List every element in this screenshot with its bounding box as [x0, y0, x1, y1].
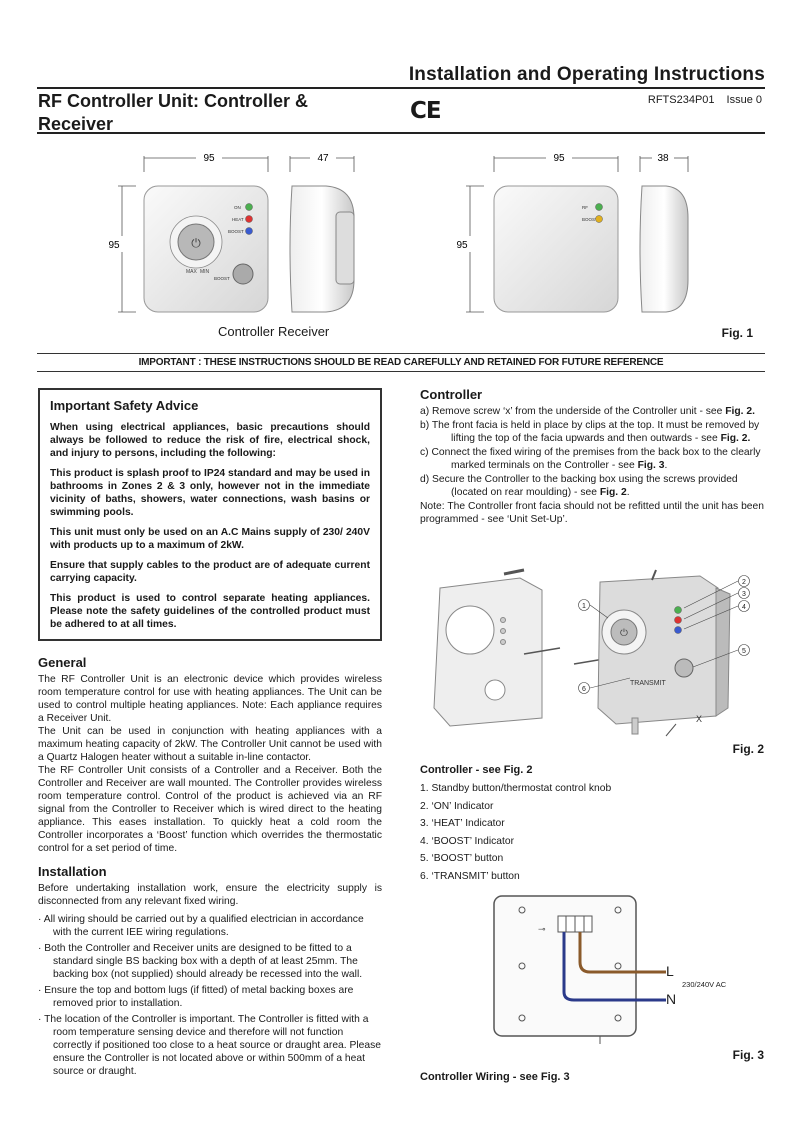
- safety-paragraph: When using electrical appliances, basic …: [50, 422, 370, 459]
- heat-led: [245, 215, 253, 223]
- on-led: [245, 203, 253, 211]
- callout-6: 6: [582, 686, 586, 693]
- controller-step: a) Remove screw ‘x’ from the underside o…: [420, 406, 755, 417]
- controller-heading: Controller: [420, 387, 483, 402]
- callout-3: 3: [742, 591, 746, 598]
- document-title: RF Controller Unit: Controller & Receive…: [38, 91, 308, 134]
- right-column: Controller a) Remove screw ‘x’ from the …: [420, 387, 764, 526]
- safety-paragraph: This unit must only be used on an A.C Ma…: [50, 527, 370, 551]
- receiver-boost-label: BOOST: [582, 217, 598, 222]
- figure-1-label: Fig. 1: [721, 326, 753, 340]
- installation-intro: Before undertaking installation work, en…: [38, 883, 382, 907]
- boost-led: [245, 227, 253, 235]
- installation-bullet: · Both the Controller and Receiver units…: [38, 943, 363, 980]
- controller-step: d) Secure the Controller to the backing …: [420, 473, 738, 499]
- legend-item: 6. ‘TRANSMIT’ button: [420, 870, 520, 882]
- figure-3-caption: Controller Wiring - see Fig. 3: [420, 1071, 570, 1083]
- safety-paragraph: This product is used to control separate…: [50, 593, 370, 630]
- general-paragraph: The Unit can be used in conjunction with…: [38, 726, 382, 763]
- figure-1-unit-dimensions: 95 47 95 ⏻ MAX MIN ON HEAT BOOST BOOST 9…: [108, 153, 689, 313]
- boost-button-illustration: [232, 263, 254, 285]
- fig-ref: Fig. 2.: [725, 406, 755, 417]
- boost-label: BOOST: [228, 229, 244, 234]
- general-paragraph: The RF Controller Unit consists of a Con…: [38, 765, 382, 854]
- controller-depth-dim: 47: [317, 153, 329, 164]
- controller-height-dim: 95: [108, 240, 120, 251]
- receiver-height-dim: 95: [456, 240, 468, 251]
- figure-2-label: Fig. 2: [732, 742, 764, 756]
- important-notice: IMPORTANT : THESE INSTRUCTIONS SHOULD BE…: [138, 357, 664, 368]
- power-icon: ⏻: [191, 236, 201, 250]
- safety-paragraph: Ensure that supply cables to the product…: [50, 560, 370, 584]
- figure-3-controller-wiring: ⊸ L N 230/240V AC: [493, 895, 727, 1044]
- legend-item: 3. ‘HEAT’ Indicator: [420, 818, 505, 829]
- receiver-boost-led: [595, 215, 603, 223]
- legend-item: 5. ‘BOOST’ button: [420, 853, 504, 864]
- live-label: L: [666, 963, 674, 979]
- figure-2-controller-exploded: ⏻ TRANSMIT X 1 2 3 4 5 6: [433, 568, 750, 737]
- figure-2-legend: Controller - see Fig. 2 1. Standby butto…: [420, 764, 764, 885]
- legend-item: 4. ‘BOOST’ Indicator: [420, 835, 515, 847]
- receiver-width-dim: 95: [553, 153, 565, 164]
- receiver-front-illustration: [493, 185, 619, 313]
- legend-item: 1. Standby button/thermostat control kno…: [420, 783, 612, 794]
- fig-ref: Fig. 3: [637, 460, 665, 471]
- general-heading: General: [38, 655, 87, 670]
- notice-rule-bottom: [37, 371, 765, 372]
- rf-led: [595, 203, 603, 211]
- issue-number: Issue 0: [726, 94, 762, 106]
- callout-2: 2: [742, 579, 746, 586]
- installation-bullet: · The location of the Controller is impo…: [38, 1014, 381, 1077]
- controller-step: b) The front facia is held in place by c…: [420, 419, 760, 445]
- callout-4: 4: [742, 604, 746, 611]
- wiring-symbol-icon: ⊸: [538, 925, 546, 935]
- figure-1-caption: Controller Receiver: [218, 324, 330, 339]
- max-label: MAX: [186, 269, 198, 275]
- boost-button-label: BOOST: [214, 276, 230, 281]
- supply-label: 230/240V AC: [682, 980, 727, 989]
- callout-5: 5: [742, 648, 746, 655]
- safety-paragraph: This product is splash proof to IP24 sta…: [50, 468, 370, 518]
- neutral-label: N: [666, 991, 676, 1007]
- document-reference: RFTS234P01 Issue 0: [648, 94, 762, 106]
- figure-2-legend-heading: Controller - see Fig. 2: [420, 764, 533, 776]
- notice-rule-top: [37, 353, 765, 354]
- general-paragraph: The RF Controller Unit is an electronic …: [38, 674, 382, 724]
- header-rule: [37, 87, 765, 89]
- heat-label: HEAT: [232, 217, 244, 222]
- figure-3-label: Fig. 3: [732, 1048, 764, 1062]
- fig-ref: Fig. 2: [599, 487, 627, 498]
- controller-width-dim: 95: [203, 153, 215, 164]
- receiver-depth-dim: 38: [657, 153, 669, 164]
- live-wire: [578, 932, 666, 974]
- controller-step: c) Connect the fixed wiring of the premi…: [420, 446, 761, 472]
- safety-advice-box: Important Safety Advice When using elect…: [38, 388, 382, 641]
- controller-note: Note: The Controller front facia should …: [420, 500, 764, 525]
- installation-bullet: · Ensure the top and bottom lugs (if fit…: [38, 985, 354, 1009]
- neutral-wire: [562, 932, 666, 1002]
- legend-item: 2. ‘ON’ Indicator: [420, 800, 494, 812]
- callout-1: 1: [582, 603, 586, 610]
- on-label: ON: [234, 205, 241, 210]
- installation-heading: Installation: [38, 864, 107, 879]
- installation-bullet: · All wiring should be carried out by a …: [38, 914, 364, 938]
- min-label: MIN: [200, 269, 210, 275]
- ref-code: RFTS234P01: [647, 94, 715, 106]
- safety-title: Important Safety Advice: [50, 398, 199, 413]
- fig-ref: Fig. 2.: [720, 433, 751, 444]
- header-rule-bottom: [37, 132, 765, 134]
- power-icon: ⏻: [620, 628, 628, 639]
- left-column: General The RF Controller Unit is an ele…: [38, 655, 382, 1081]
- ce-mark: CE: [410, 98, 442, 124]
- header-title: Installation and Operating Instructions: [408, 64, 765, 85]
- screw-x-label: X: [696, 714, 702, 724]
- rf-label: RF: [582, 205, 588, 210]
- transmit-text: TRANSMIT: [630, 680, 667, 687]
